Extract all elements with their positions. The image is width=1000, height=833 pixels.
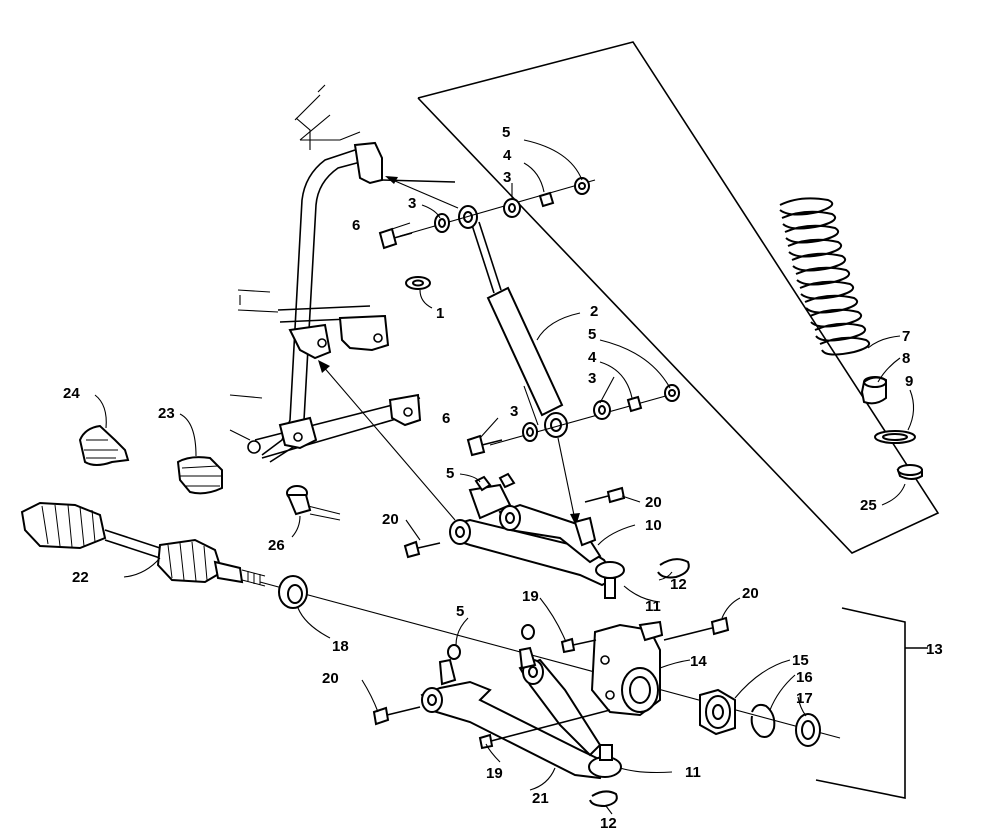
lower-a-arm xyxy=(420,646,622,780)
hub-group-bracket xyxy=(815,607,906,799)
hub-seal xyxy=(795,713,821,747)
callout-19-lower: 19 xyxy=(486,765,503,782)
callout-3-lower-left: 3 xyxy=(510,403,518,420)
coil-spring xyxy=(779,197,870,356)
callout-19-upper: 19 xyxy=(522,588,539,605)
callout-10: 10 xyxy=(645,517,662,534)
callout-5-upper: 5 xyxy=(502,124,510,141)
callout-24: 24 xyxy=(63,385,80,402)
callout-3-upper-left: 3 xyxy=(408,195,416,212)
lower-shock-hardware xyxy=(466,384,681,526)
callout-3-upper-right: 3 xyxy=(503,169,511,186)
callout-12-upper: 12 xyxy=(670,576,687,593)
upper-shock-hardware xyxy=(378,176,596,250)
steering-knuckle xyxy=(590,620,664,717)
callout-1: 1 xyxy=(436,305,444,322)
callout-25: 25 xyxy=(860,497,877,514)
snap-ring xyxy=(750,703,776,738)
leader-lines xyxy=(94,139,915,815)
callout-20-upper-left: 20 xyxy=(382,511,399,528)
hub-stud xyxy=(286,485,341,521)
callout-5-lower-arm: 5 xyxy=(456,603,464,620)
upper-a-arm xyxy=(449,483,625,599)
callout-16: 16 xyxy=(796,669,813,686)
callout-12-lower: 12 xyxy=(600,815,617,832)
wheel-bearing xyxy=(699,688,736,736)
callout-26: 26 xyxy=(268,537,285,554)
callout-11-upper: 11 xyxy=(645,598,661,615)
callout-7: 7 xyxy=(902,328,910,345)
callout-11-lower: 11 xyxy=(685,764,701,781)
callout-20-lower-left: 20 xyxy=(322,670,339,687)
cv-axle xyxy=(20,501,266,587)
callout-5-lower: 5 xyxy=(588,326,596,343)
callout-13: 13 xyxy=(926,641,943,658)
callout-4-upper: 4 xyxy=(503,147,512,164)
cv-boot-inner xyxy=(176,456,223,495)
callout-23: 23 xyxy=(158,405,175,422)
spring-seat-washer xyxy=(874,430,916,444)
callout-22: 22 xyxy=(72,569,89,586)
callout-20-knuckle: 20 xyxy=(742,585,759,602)
chassis-frame xyxy=(229,84,456,463)
callout-15: 15 xyxy=(792,652,809,669)
callout-3-lower-right: 3 xyxy=(588,370,596,387)
cv-boot-outer xyxy=(78,424,130,466)
flat-washer xyxy=(405,276,431,290)
callout-6-upper: 6 xyxy=(352,217,360,234)
spring-bumper xyxy=(860,376,887,405)
callout-6-lower: 6 xyxy=(442,410,450,427)
callout-2: 2 xyxy=(590,303,598,320)
shock-absorber xyxy=(458,205,568,438)
callout-8: 8 xyxy=(902,350,910,367)
callout-17: 17 xyxy=(796,690,813,707)
callout-18: 18 xyxy=(332,638,349,655)
callout-14: 14 xyxy=(690,653,707,670)
callout-5-upper-arm: 5 xyxy=(446,465,454,482)
callout-4-lower: 4 xyxy=(588,349,597,366)
callout-21: 21 xyxy=(532,790,549,807)
callout-20-upper-right: 20 xyxy=(645,494,662,511)
shock-assembly-outline xyxy=(417,41,940,554)
upper-arm-mount-arrow xyxy=(321,364,456,521)
callout-9: 9 xyxy=(905,373,913,390)
callout-labels: 1 2 3 3 3 3 4 4 5 5 5 5 6 6 7 8 9 10 11 … xyxy=(63,124,943,832)
